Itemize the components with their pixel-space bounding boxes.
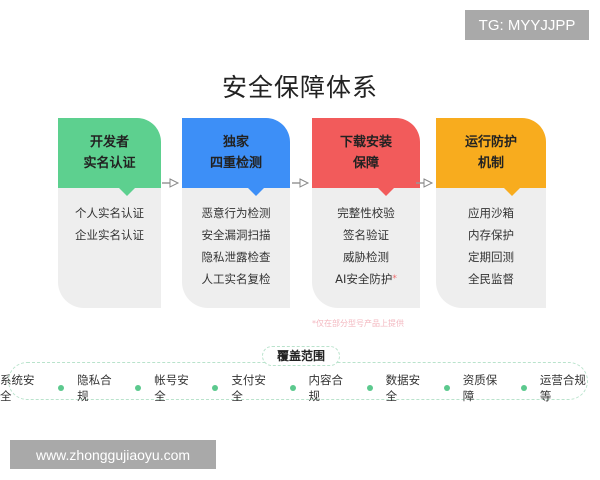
bullet-dot-icon: [520, 385, 527, 391]
coverage-item: 内容合规: [308, 373, 344, 403]
card-header: 开发者 实名认证: [58, 118, 161, 196]
card-item-list: 应用沙箱 内存保护 定期回测 全民监督: [436, 188, 546, 290]
bullet-dot-icon: [212, 385, 219, 391]
list-item: 全民监督: [468, 272, 514, 286]
list-item-text: AI安全防护: [335, 272, 393, 286]
bullet-dot-icon: [135, 385, 142, 391]
watermark-top: TG: MYYJJPP: [465, 10, 589, 40]
asterisk-mark: *: [392, 274, 397, 284]
card-quad-detection: 独家 四重检测 恶意行为检测 安全漏洞扫描 隐私泄露检查 人工实名复检: [182, 118, 290, 308]
notch-pointer: [119, 188, 135, 196]
coverage-item: 系统安全: [0, 373, 35, 403]
notch-pointer: [504, 188, 520, 196]
card-title-line1: 下载安装: [339, 135, 392, 150]
list-item: 应用沙箱: [468, 206, 514, 220]
card-header: 运行防护 机制: [436, 118, 546, 196]
arrow-right-icon: [292, 178, 310, 188]
list-item: 威胁检测: [343, 250, 389, 264]
bullet-dot-icon: [443, 385, 450, 391]
list-item: 个人实名认证: [75, 206, 144, 220]
bullet-dot-icon: [58, 385, 65, 391]
card-runtime-protection: 运行防护 机制 应用沙箱 内存保护 定期回测 全民监督: [436, 118, 546, 308]
coverage-item: 帐号安全: [154, 373, 189, 403]
coverage-item: 隐私合规: [77, 373, 112, 403]
card-title-line1: 运行防护: [464, 135, 517, 150]
list-item: 恶意行为检测: [201, 206, 271, 220]
card-title-line2: 实名认证: [83, 156, 136, 171]
card-title-line2: 四重检测: [209, 156, 262, 171]
card-title-line1: 独家: [222, 135, 249, 150]
list-item: 安全漏洞扫描: [201, 228, 271, 242]
card-title-line2: 保障: [352, 156, 379, 171]
card-header: 独家 四重检测: [182, 118, 290, 196]
list-item: 签名验证: [343, 228, 389, 242]
list-item: 企业实名认证: [75, 228, 144, 242]
list-item: 定期回测: [468, 250, 514, 264]
arrow-right-icon: [162, 178, 180, 188]
card-item-list: 恶意行为检测 安全漏洞扫描 隐私泄露检查 人工实名复检: [182, 188, 290, 290]
card-title-line2: 机制: [477, 156, 504, 171]
card-download-install: 下载安装 保障 完整性校验 签名验证 威胁检测 AI安全防护*: [312, 118, 420, 308]
notch-pointer: [248, 188, 264, 196]
card-item-list: 完整性校验 签名验证 威胁检测 AI安全防护*: [312, 188, 420, 290]
footnote: *仅在部分型号产品上提供: [312, 319, 404, 328]
card-item-list: 个人实名认证 企业实名认证: [58, 188, 161, 246]
card-title-line1: 开发者: [89, 135, 129, 150]
list-item: AI安全防护*: [312, 268, 420, 290]
watermark-bottom: www.zhonggujiaoyu.com: [10, 440, 216, 469]
list-item: 完整性校验: [337, 206, 395, 220]
card-header: 下载安装 保障: [312, 118, 420, 196]
notch-pointer: [378, 188, 394, 196]
coverage-item: 数据安全: [385, 373, 421, 403]
coverage-item: 支付安全: [231, 373, 266, 403]
coverage-item: 资质保障: [462, 373, 498, 403]
card-developer-verification: 开发者 实名认证 个人实名认证 企业实名认证: [58, 118, 161, 308]
coverage-list: 系统安全 隐私合规 帐号安全 支付安全 内容合规 数据安全 资质保障 运营合规 …: [0, 372, 600, 404]
coverage-item: 运营合规 等: [539, 373, 586, 403]
list-item: 内存保护: [468, 228, 514, 242]
bullet-dot-icon: [366, 385, 373, 391]
arrow-right-icon: [416, 178, 434, 188]
coverage-label: 覆盖范围: [262, 346, 340, 366]
list-item: 人工实名复检: [201, 272, 271, 286]
bullet-dot-icon: [289, 385, 296, 391]
list-item: 隐私泄露检查: [201, 250, 271, 264]
page-title: 安全保障体系: [221, 73, 378, 102]
